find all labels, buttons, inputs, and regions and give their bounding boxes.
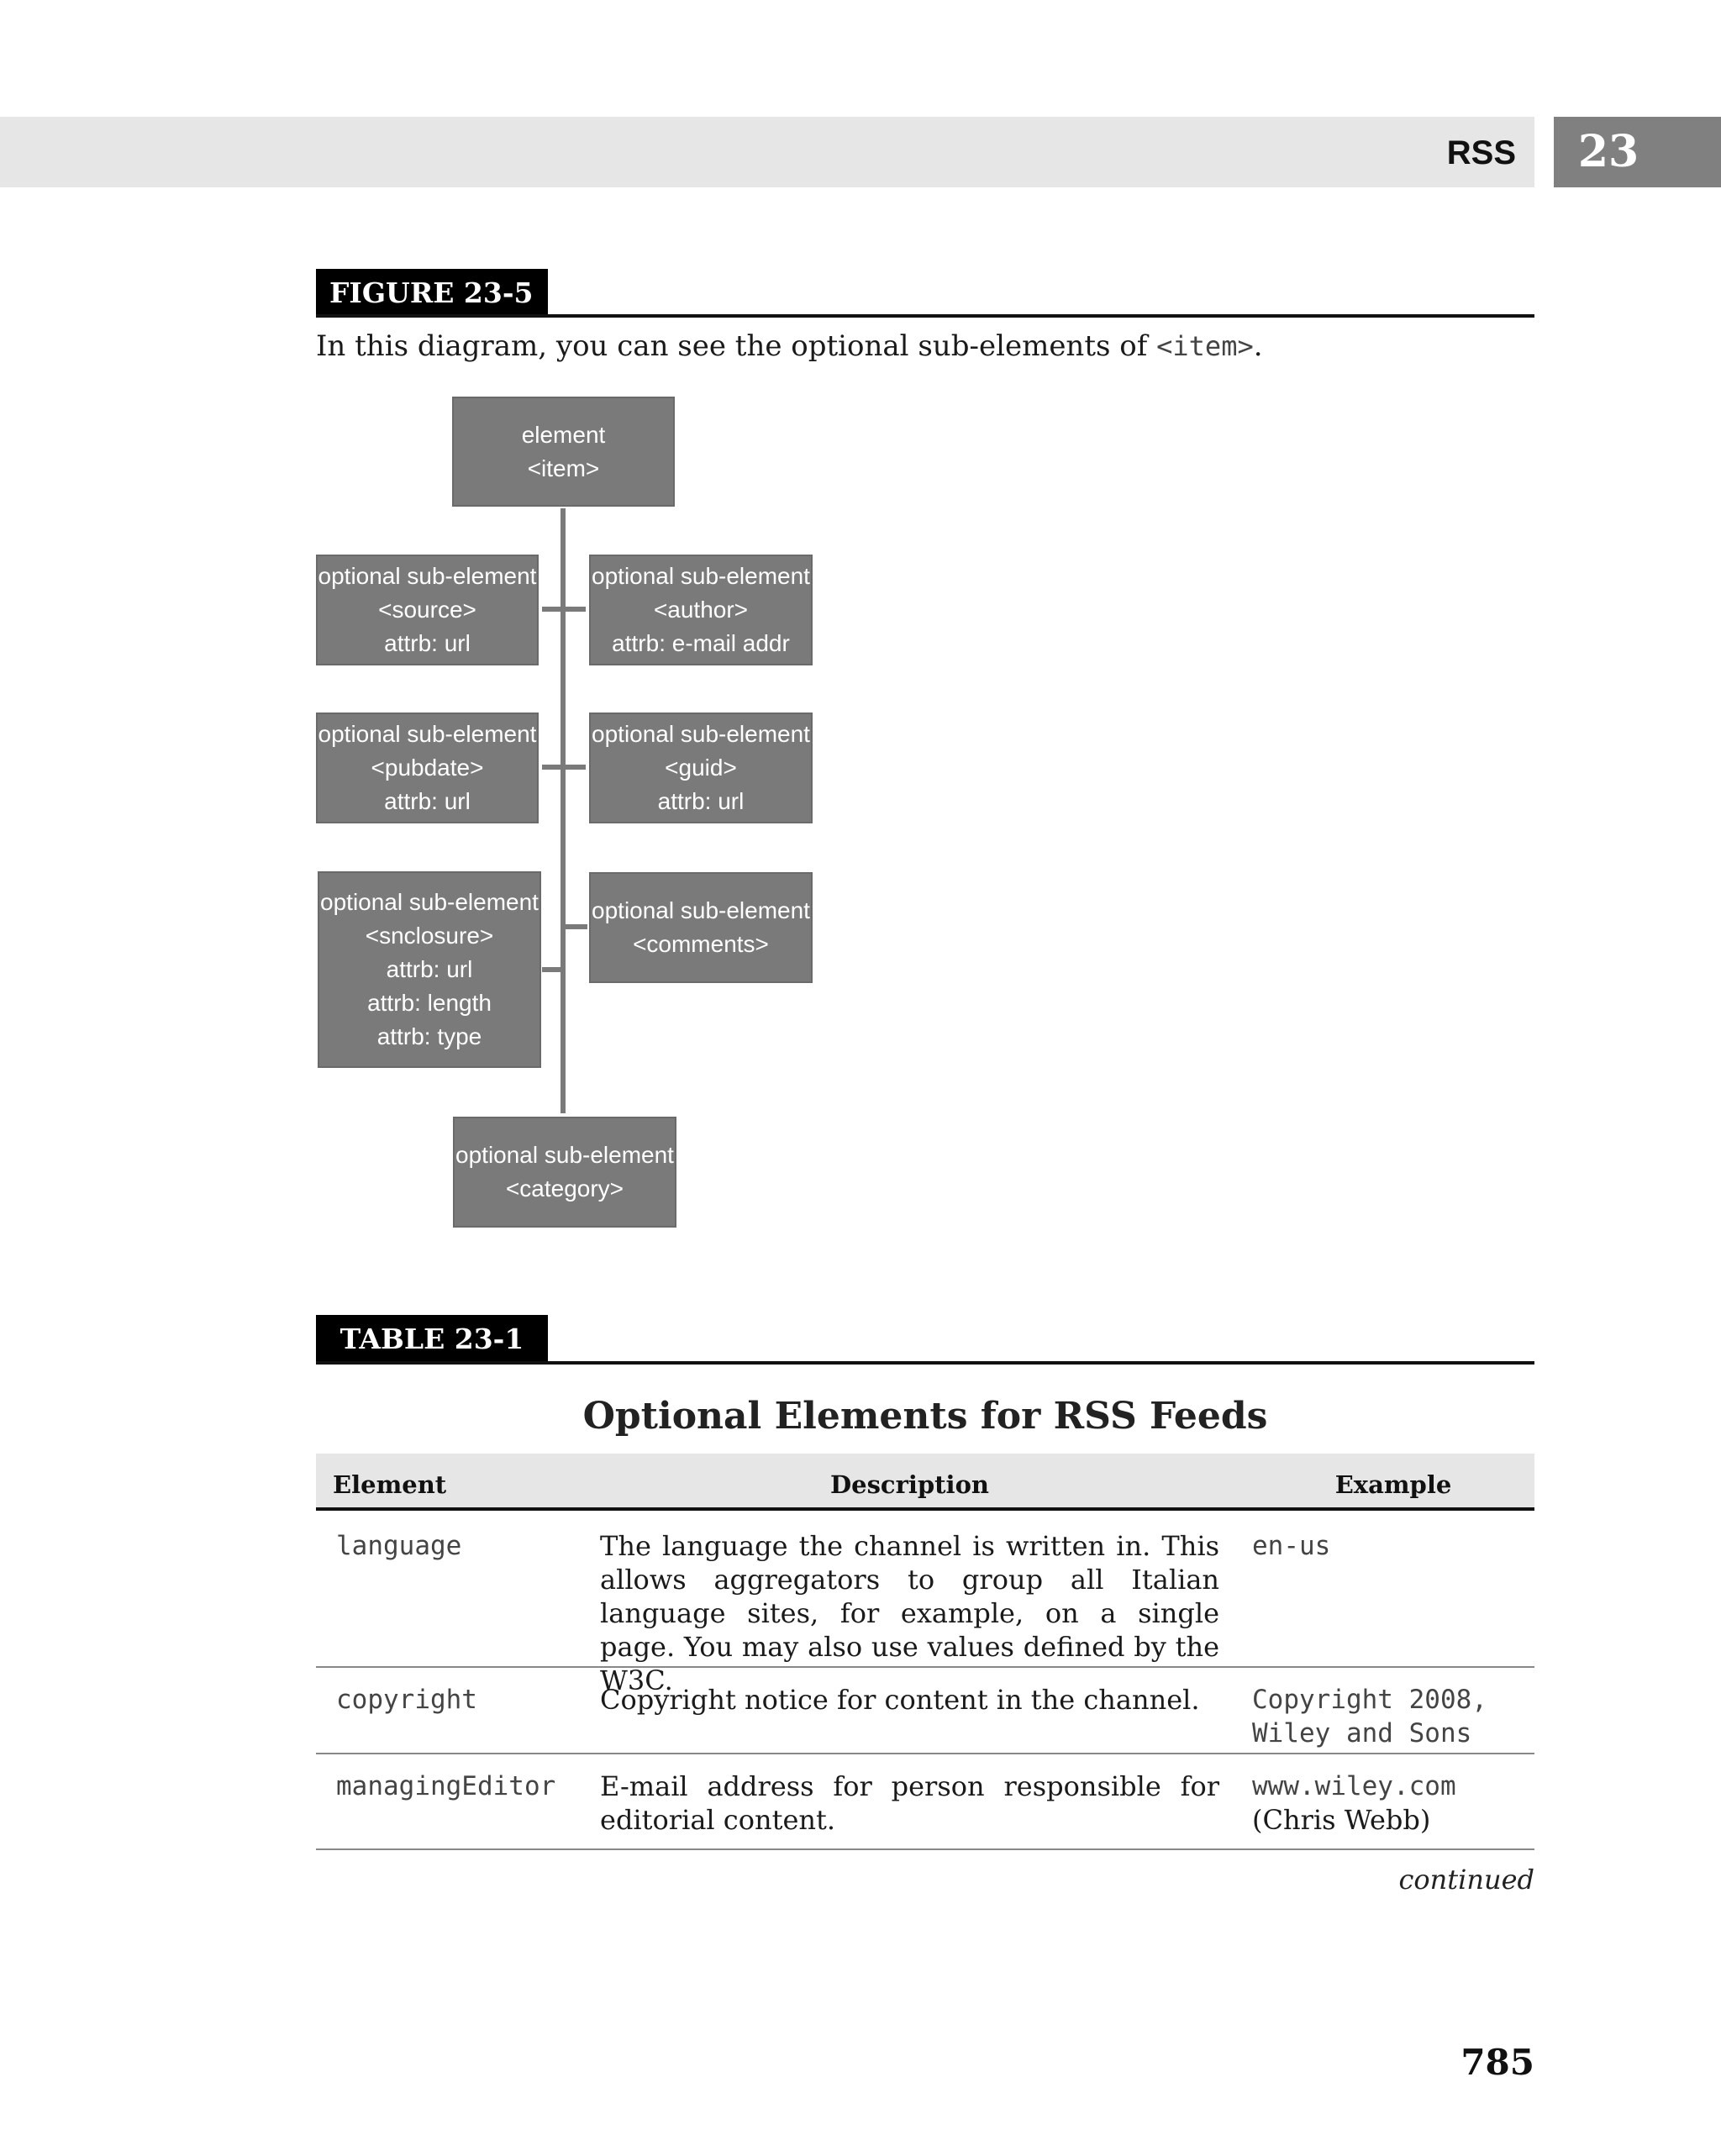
node-guid-line2: <guid> bbox=[665, 755, 737, 781]
node-source-line1: optional sub-element bbox=[318, 563, 537, 589]
node-enclosure: optional sub-element <snclosure> attrb: … bbox=[318, 871, 541, 1068]
cell-description: The language the channel is written in. … bbox=[600, 1530, 1219, 1696]
chapter-number: 23 bbox=[1577, 126, 1639, 177]
table-header-rule bbox=[316, 1507, 1534, 1511]
figure-label: FIGURE 23-5 bbox=[316, 269, 548, 315]
node-comments-line2: <comments> bbox=[633, 931, 769, 957]
diagram-trunk bbox=[561, 508, 566, 1113]
figure-rule bbox=[316, 314, 1534, 318]
continued-note: continued bbox=[1398, 1864, 1534, 1896]
chapter-tab bbox=[1554, 117, 1721, 187]
node-enclosure-line4: attrb: length bbox=[367, 990, 492, 1016]
page-number: 785 bbox=[1460, 2042, 1534, 2083]
cell-example: en-us bbox=[1252, 1531, 1331, 1561]
column-header-element: Element bbox=[333, 1470, 447, 1499]
column-header-description: Description bbox=[830, 1470, 989, 1499]
figure-caption: In this diagram, you can see the optiona… bbox=[316, 329, 1263, 363]
table-label-rule bbox=[316, 1361, 1534, 1365]
cell-element: copyright bbox=[336, 1685, 477, 1715]
node-pubdate-line2: <pubdate> bbox=[371, 755, 484, 781]
caption-text: In this diagram, you can see the optiona… bbox=[316, 329, 1157, 363]
node-category-line2: <category> bbox=[505, 1175, 624, 1202]
cell-example-line1: www.wiley.com bbox=[1252, 1771, 1456, 1801]
node-pubdate-line1: optional sub-element bbox=[318, 721, 537, 747]
row-divider bbox=[316, 1848, 1534, 1850]
node-category: optional sub-element <category> bbox=[453, 1117, 676, 1228]
connector-enclosure bbox=[542, 967, 566, 972]
node-author: optional sub-element <author> attrb: e-m… bbox=[589, 555, 813, 665]
node-enclosure-line5: attrb: type bbox=[376, 1023, 482, 1049]
table-header-row bbox=[316, 1454, 1534, 1509]
node-enclosure-line2: <snclosure> bbox=[365, 923, 494, 949]
cell-description: E-mail address for person responsible fo… bbox=[600, 1770, 1219, 1836]
item-diagram: element <item> optional sub-element <sou… bbox=[316, 397, 813, 1228]
node-source: optional sub-element <source> attrb: url bbox=[316, 555, 539, 665]
node-comments: optional sub-element <comments> bbox=[589, 872, 813, 983]
node-guid: optional sub-element <guid> attrb: url bbox=[589, 713, 813, 823]
connector-row2 bbox=[542, 765, 586, 770]
running-header-title: RSS bbox=[1446, 134, 1516, 171]
node-category-line1: optional sub-element bbox=[455, 1142, 674, 1168]
caption-suffix: . bbox=[1253, 329, 1263, 363]
node-author-line1: optional sub-element bbox=[592, 563, 810, 589]
caption-code: <item> bbox=[1156, 330, 1254, 362]
node-author-line3: attrb: e-mail addr bbox=[612, 630, 790, 656]
row-divider bbox=[316, 1666, 1534, 1668]
cell-element: managingEditor bbox=[336, 1771, 556, 1801]
node-item: element <item> bbox=[452, 397, 675, 507]
table-label: TABLE 23-1 bbox=[316, 1315, 548, 1361]
table-title: Optional Elements for RSS Feeds bbox=[582, 1395, 1268, 1438]
node-source-line3: attrb: url bbox=[384, 630, 471, 656]
node-guid-line3: attrb: url bbox=[657, 788, 745, 814]
node-pubdate: optional sub-element <pubdate> attrb: ur… bbox=[316, 713, 539, 823]
node-enclosure-line3: attrb: url bbox=[386, 956, 473, 982]
cell-example-line1: Copyright 2008, bbox=[1252, 1685, 1487, 1715]
connector-row1 bbox=[542, 607, 586, 612]
node-source-line2: <source> bbox=[378, 597, 476, 623]
cell-description: Copyright notice for content in the chan… bbox=[600, 1684, 1200, 1716]
node-author-line2: <author> bbox=[653, 597, 749, 623]
node-item-line2: <item> bbox=[527, 455, 600, 481]
cell-example-line2: Wiley and Sons bbox=[1252, 1718, 1472, 1748]
cell-example-line2: (Chris Webb) bbox=[1252, 1804, 1431, 1836]
row-divider bbox=[316, 1753, 1534, 1754]
column-header-example: Example bbox=[1334, 1470, 1452, 1499]
node-guid-line1: optional sub-element bbox=[592, 721, 810, 747]
node-item-line1: element bbox=[521, 421, 606, 448]
node-comments-line1: optional sub-element bbox=[592, 897, 810, 923]
running-header-band bbox=[0, 117, 1534, 187]
node-enclosure-line1: optional sub-element bbox=[320, 889, 539, 915]
node-pubdate-line3: attrb: url bbox=[384, 788, 471, 814]
connector-comments bbox=[566, 924, 587, 929]
cell-element: language bbox=[336, 1531, 462, 1561]
